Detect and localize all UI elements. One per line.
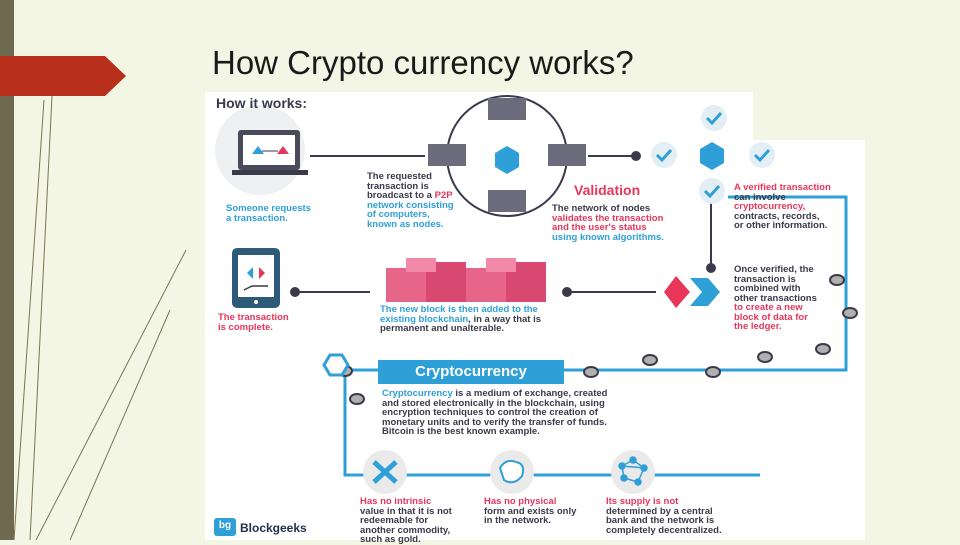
step-broadcast-text: The requested transaction is broadcast t… <box>367 171 454 230</box>
cryptocurrency-title: Cryptocurrency <box>378 360 564 384</box>
decor-line-2 <box>29 95 53 540</box>
slide-title: How Crypto currency works? <box>212 44 634 81</box>
combine-arrow <box>690 278 720 306</box>
decor-line-3 <box>35 249 187 540</box>
node-servers <box>428 98 586 212</box>
step-block-added-text: The new block is then added to the exist… <box>380 304 542 334</box>
chain-hexagon <box>322 353 350 377</box>
blockchain-blocks <box>386 258 546 302</box>
property-decentralized-supply: Its supply is not determined by a centra… <box>606 496 722 536</box>
step-validation-text: The network of nodes validates the trans… <box>552 203 664 243</box>
brand-name: Blockgeeks <box>240 521 307 535</box>
decor-line-1 <box>13 99 45 540</box>
cryptocurrency-description: Cryptocurrency is a medium of exchange, … <box>382 388 608 437</box>
connector-dot-4 <box>562 287 572 297</box>
brand-logo-box <box>214 518 236 536</box>
validation-label: Validation <box>574 182 641 198</box>
title-arrow-shape <box>0 56 126 96</box>
decentralized-network-icon <box>618 456 648 486</box>
step-request-text: Someone requests a transaction. <box>226 203 311 224</box>
decor-line-4 <box>69 309 171 540</box>
property-no-physical-form: Has no physical form and exists only in … <box>484 496 577 526</box>
brand-logo-mark: bg <box>218 520 232 531</box>
infographic-heading: How it works: <box>216 95 308 111</box>
no-value-icon <box>372 460 398 484</box>
connector-dot-2 <box>706 263 716 273</box>
step-combined-text: Once verified, the transaction is combin… <box>734 264 817 332</box>
step-verified-text: A verified transaction can involve crypt… <box>734 182 831 231</box>
property-no-intrinsic-value: Has no intrinsic value in that it is not… <box>360 496 452 545</box>
chain-links <box>337 274 858 405</box>
laptop-base <box>232 170 308 175</box>
node-cube <box>495 146 519 174</box>
combine-diamond <box>664 276 690 308</box>
slide-decor-lines <box>0 56 187 540</box>
connector-dot <box>631 151 641 161</box>
icon-decentral-circle <box>611 450 655 494</box>
step-complete-text: The transaction is complete. <box>218 312 289 333</box>
connector-dot-3 <box>290 287 300 297</box>
network-shape-icon <box>498 459 525 484</box>
slide-left-bar <box>0 0 14 540</box>
check-icons <box>651 105 775 204</box>
